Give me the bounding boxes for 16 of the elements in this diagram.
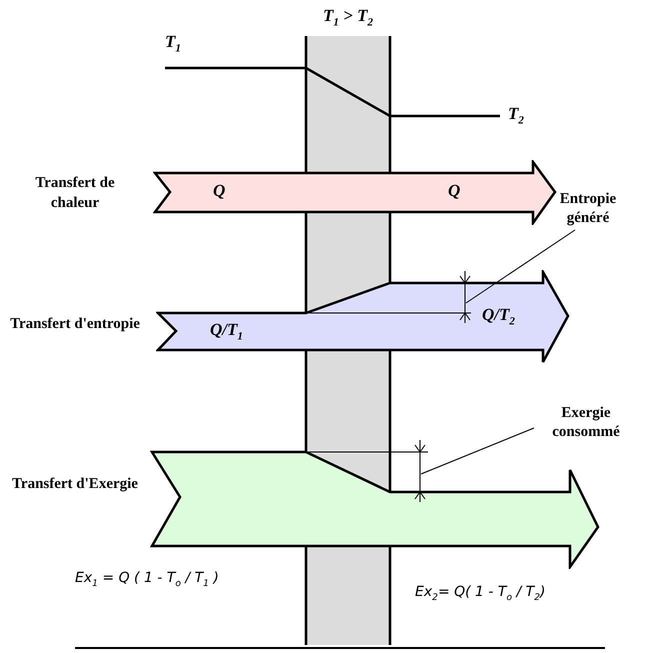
exergy-formula: Ex$_{2}$= Q( 1 - T$_{o}$ / T$_{2}$) (415, 584, 546, 603)
exergy-formula: Ex$_{1}$ = Q ( 1 - T$_{o}$ / T$_{1}$ ) (75, 570, 219, 589)
temperature-condition: T$_{1}$ > T$_{2}$ (322, 6, 374, 30)
flow-caption: Transfert d'Exergie (11, 475, 139, 494)
flow-caption: Transfert de chaleur (34, 174, 116, 213)
callout-text: Exergie consommé (551, 404, 621, 442)
leader-line (420, 428, 534, 474)
callout-text: Entropie généré (558, 190, 618, 228)
flow-quantity: Q (448, 181, 460, 201)
leader-line (466, 230, 576, 304)
flow-quantity: Q/T$_{2}$ (482, 305, 515, 328)
flow-quantity: Q (213, 181, 226, 201)
flow-quantity: Q/T$_{1}$ (210, 320, 243, 342)
temperature-label: T$_{2}$ (508, 104, 524, 126)
flow-caption: Transfert d'entropie (10, 315, 140, 334)
temperature-label: T$_{1}$ (165, 32, 181, 54)
